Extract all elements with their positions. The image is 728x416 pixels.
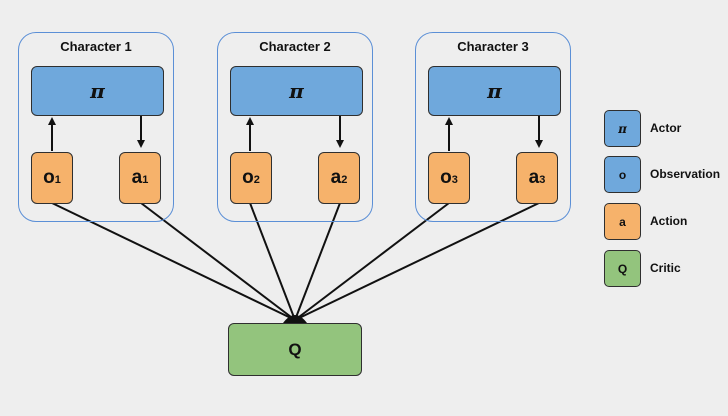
critic-box: Q <box>228 323 362 376</box>
observation-symbol: o <box>440 167 452 188</box>
wire-a2-critic <box>294 202 341 321</box>
action-subscript: 1 <box>142 174 149 186</box>
legend-swatch-actor: π <box>604 110 641 147</box>
action-symbol: a <box>528 167 540 188</box>
observation-subscript: 3 <box>451 174 458 186</box>
action-subscript: 3 <box>539 174 546 186</box>
legend-label-actor: Actor <box>650 121 682 135</box>
observation-symbol: o <box>242 167 254 188</box>
wire-o2-critic <box>249 202 296 321</box>
legend-swatch-observation: o <box>604 156 641 193</box>
observation-symbol: o <box>43 167 55 188</box>
actor-box-1: π <box>31 66 164 116</box>
observation-subscript: 2 <box>253 174 260 186</box>
legend-label-action: Action <box>650 214 688 228</box>
action-subscript: 2 <box>341 174 348 186</box>
observation-subscript: 1 <box>54 174 61 186</box>
wire-a1-critic <box>140 202 296 321</box>
wire-a3-critic <box>294 202 540 321</box>
legend-swatch-action: a <box>604 203 641 240</box>
character-title-2: Character 2 <box>259 39 331 54</box>
action-symbol: a <box>131 167 143 188</box>
wire-o3-critic <box>294 202 450 321</box>
character-title-3: Character 3 <box>457 39 529 54</box>
actor-box-2: π <box>230 66 363 116</box>
character-title-1: Character 1 <box>60 39 132 54</box>
actor-box-3: π <box>428 66 561 116</box>
wire-o1-critic <box>51 202 296 321</box>
action-symbol: a <box>330 167 342 188</box>
critic-junction <box>283 315 307 323</box>
legend-swatch-critic: Q <box>604 250 641 287</box>
legend-label-observation: Observation <box>650 167 721 181</box>
legend-label-critic: Critic <box>650 261 681 275</box>
